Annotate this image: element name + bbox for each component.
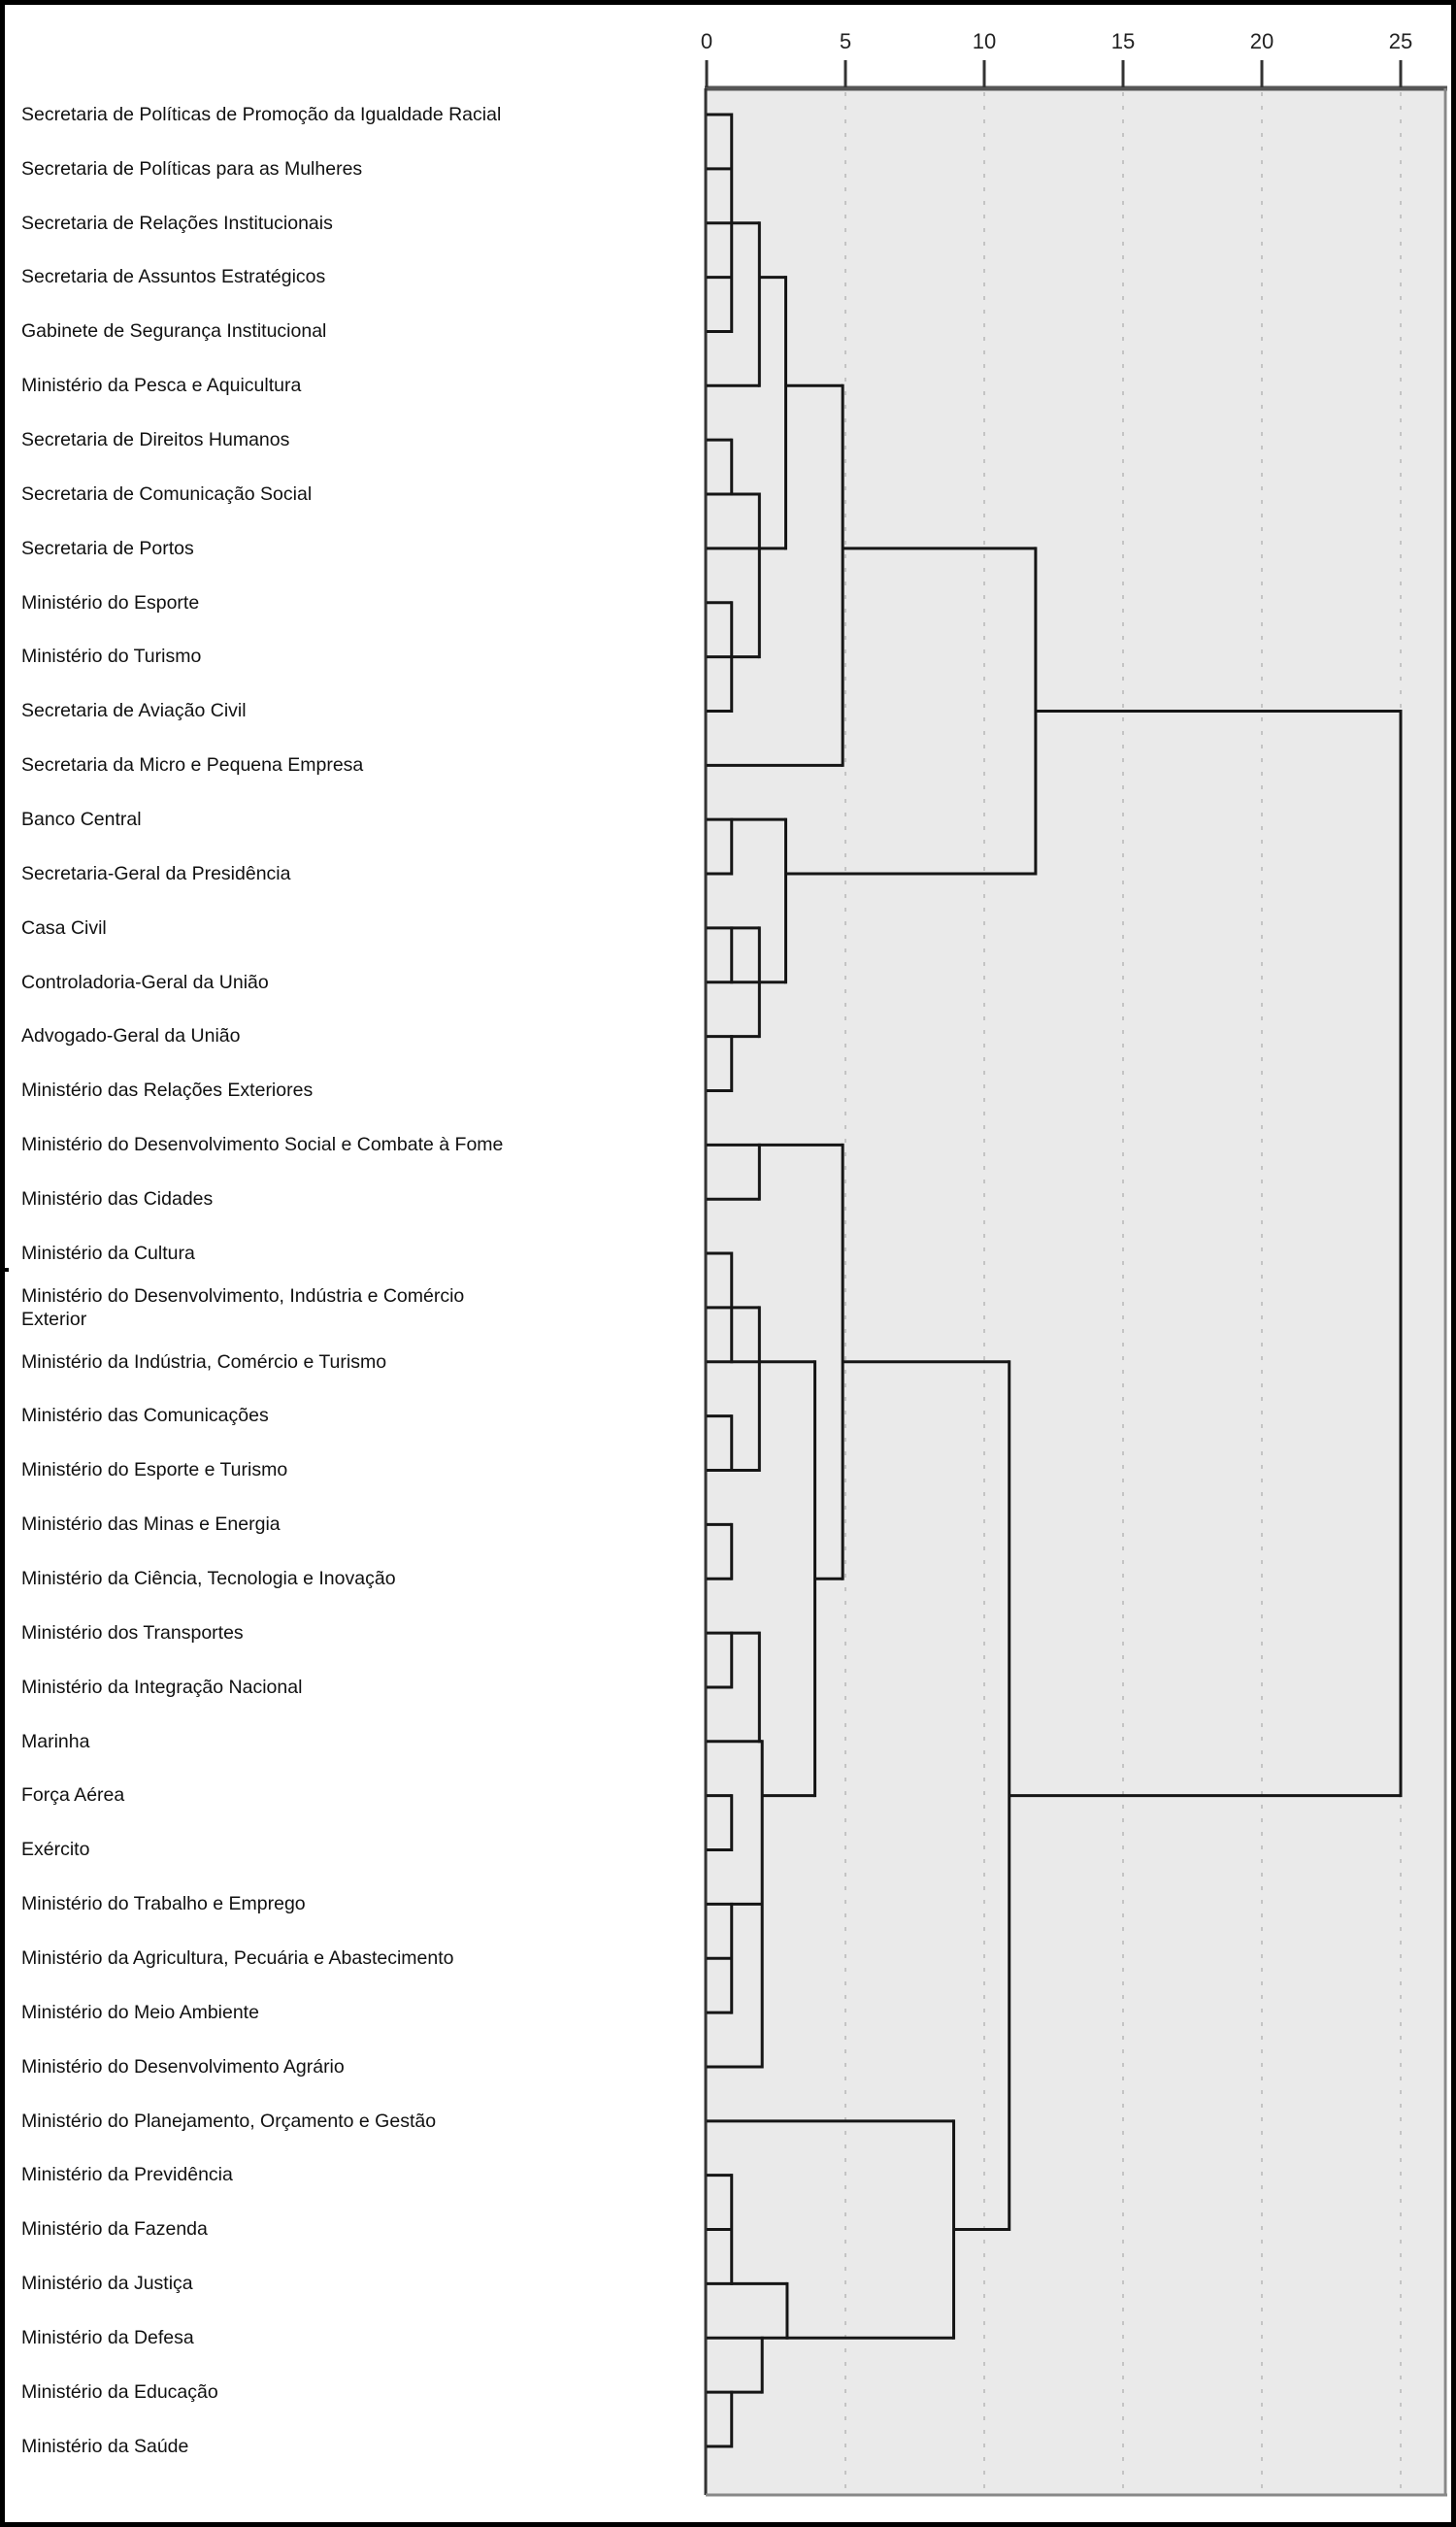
leaf-label: Ministério das Cidades bbox=[21, 1188, 214, 1210]
axis-tick-label: 25 bbox=[1389, 29, 1412, 53]
leaf-label: Ministério das Comunicações bbox=[21, 1405, 269, 1427]
axis-tick-label: 5 bbox=[840, 29, 851, 53]
leaf-label: Secretaria de Comunicação Social bbox=[21, 482, 313, 505]
leaf-label: Secretaria de Relações Institucionais bbox=[21, 212, 333, 234]
leaf-label: Ministério da Saúde bbox=[21, 2435, 189, 2457]
axis-tick-label: 10 bbox=[973, 29, 996, 53]
leaf-label: Secretaria da Micro e Pequena Empresa bbox=[21, 754, 364, 777]
leaf-label: Secretaria de Portos bbox=[21, 537, 194, 559]
plot-background bbox=[706, 88, 1443, 2495]
leaf-label: Ministério do Desenvolvimento, Indústria… bbox=[21, 1284, 465, 1330]
leaf-label: Secretaria-Geral da Presidência bbox=[21, 862, 291, 884]
leaf-label: Ministério da Justiça bbox=[21, 2273, 193, 2295]
axis-tick-label: 15 bbox=[1111, 29, 1135, 53]
leaf-label: Banco Central bbox=[21, 808, 142, 830]
leaf-label: Ministério da Defesa bbox=[21, 2327, 194, 2349]
leaf-label: Exército bbox=[21, 1839, 90, 1861]
leaf-label: Casa Civil bbox=[21, 916, 107, 939]
leaf-label: Ministério da Integração Nacional bbox=[21, 1676, 303, 1698]
leaf-label: Secretaria de Políticas de Promoção da I… bbox=[21, 103, 502, 125]
leaf-label: Ministério da Fazenda bbox=[21, 2218, 208, 2241]
leaf-label: Ministério do Trabalho e Emprego bbox=[21, 1893, 306, 1915]
axis-tick-label: 0 bbox=[701, 29, 712, 53]
leaf-label: Ministério da Pesca e Aquicultura bbox=[21, 375, 302, 397]
leaf-label: Secretaria de Assuntos Estratégicos bbox=[21, 266, 326, 288]
leaf-label: Ministério dos Transportes bbox=[21, 1621, 244, 1644]
leaf-label: Ministério do Turismo bbox=[21, 646, 202, 668]
leaf-label: Ministério da Ciência, Tecnologia e Inov… bbox=[21, 1568, 396, 1590]
leaf-label: Ministério da Indústria, Comércio e Turi… bbox=[21, 1350, 387, 1373]
leaf-label: Secretaria de Políticas para as Mulheres bbox=[21, 157, 363, 180]
leaf-label: Força Aérea bbox=[21, 1784, 125, 1807]
leaf-label: Ministério das Minas e Energia bbox=[21, 1513, 281, 1536]
leaf-label: Ministério do Desenvolvimento Social e C… bbox=[21, 1134, 504, 1156]
axis-tick-label: 20 bbox=[1250, 29, 1274, 53]
leaf-label: Ministério da Previdência bbox=[21, 2164, 233, 2186]
leaf-label: Ministério da Agricultura, Pecuária e Ab… bbox=[21, 1947, 454, 1970]
leaf-label: Gabinete de Segurança Institucional bbox=[21, 320, 327, 343]
leaf-label: Ministério do Esporte bbox=[21, 591, 200, 614]
leaf-label: Ministério das Relações Exteriores bbox=[21, 1080, 314, 1102]
leaf-label: Controladoria-Geral da União bbox=[21, 971, 269, 993]
edge-tick bbox=[0, 1268, 9, 1272]
leaf-label: Ministério da Educação bbox=[21, 2380, 218, 2403]
leaf-label: Secretaria de Aviação Civil bbox=[21, 700, 247, 722]
leaf-label: Ministério do Esporte e Turismo bbox=[21, 1459, 288, 1481]
leaf-label: Ministério do Desenvolvimento Agrário bbox=[21, 2055, 345, 2078]
leaf-label: Advogado-Geral da União bbox=[21, 1025, 241, 1047]
leaf-label: Secretaria de Direitos Humanos bbox=[21, 428, 290, 450]
leaf-label: Ministério do Meio Ambiente bbox=[21, 2001, 259, 2023]
leaf-label: Marinha bbox=[21, 1730, 90, 1752]
leaf-label: Ministério do Planejamento, Orçamento e … bbox=[21, 2110, 437, 2132]
leaf-label: Ministério da Cultura bbox=[21, 1242, 195, 1264]
